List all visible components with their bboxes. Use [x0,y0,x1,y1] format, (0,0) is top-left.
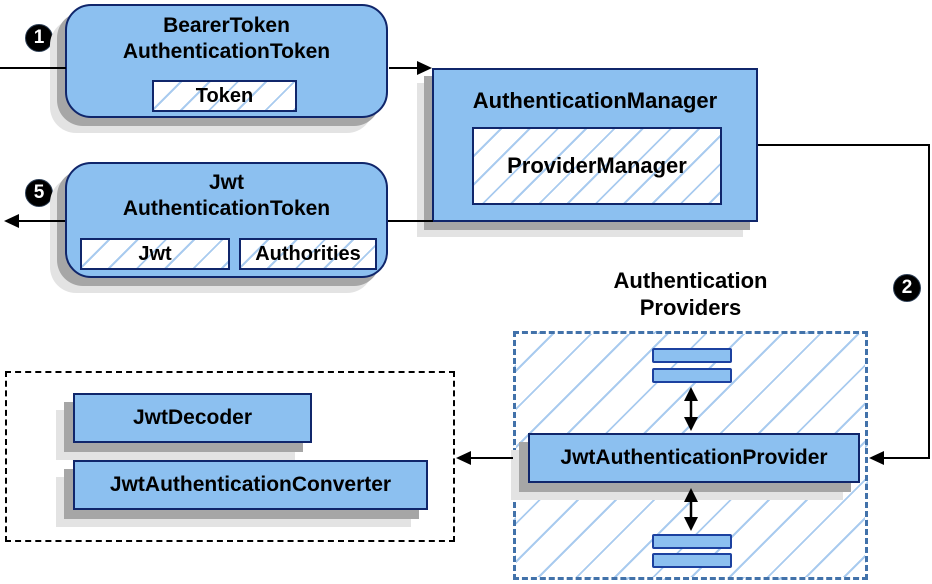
jwt-decoder-label: JwtDecoder [132,406,253,429]
arrow-manager-to-provider-head [869,451,884,465]
jwt-box: Jwt [80,238,230,270]
bearer-token-title-line2: AuthenticationToken [122,40,331,63]
authentication-manager-title: AuthenticationManager [434,88,756,114]
provider-manager-label: ProviderManager [507,153,687,178]
node-bearer-token-authentication-token: BearerToken AuthenticationToken Token [65,4,388,118]
step-badge-5: 5 [25,179,53,207]
provider-placeholder-bottom-2 [652,553,732,568]
step-5-number: 5 [33,182,45,203]
node-jwt-authentication-converter: JwtAuthenticationConverter [73,460,428,510]
step-badge-2: 2 [893,274,921,302]
authentication-providers-label: Authentication Providers [513,267,868,321]
jwt-box-label: Jwt [138,242,172,265]
step-badge-1: 1 [25,24,53,52]
jwt-authentication-provider-label: JwtAuthenticationProvider [560,446,828,469]
authorities-box: Authorities [239,238,377,270]
authentication-manager-title-text: AuthenticationManager [472,88,718,113]
node-jwt-decoder: JwtDecoder [73,393,312,443]
token-box: Token [152,80,297,112]
arrow-bearer-to-manager-head [417,61,432,75]
authentication-providers-label-line2: Providers [639,295,742,320]
node-authentication-manager: AuthenticationManager ProviderManager [432,68,758,222]
arrow-jwt-token-out-head [4,214,19,228]
jwt-authentication-token-title-line1: Jwt [208,171,244,194]
provider-manager-box: ProviderManager [472,127,722,205]
provider-placeholder-bottom-1 [652,534,732,549]
node-jwt-authentication-token: Jwt AuthenticationToken Jwt Authorities [65,162,388,278]
token-box-label: Token [195,84,254,107]
jwt-authentication-converter-label: JwtAuthenticationConverter [109,473,392,496]
jwt-authentication-token-title: Jwt AuthenticationToken [67,170,386,222]
authentication-providers-label-line1: Authentication [613,268,768,293]
provider-placeholder-top-2 [652,368,732,383]
jwt-authentication-token-title-line2: AuthenticationToken [122,197,331,220]
authorities-box-label: Authorities [255,242,361,265]
step-2-number: 2 [901,277,913,298]
node-jwt-authentication-provider: JwtAuthenticationProvider [528,433,860,483]
bearer-token-title-line1: BearerToken [163,14,290,37]
bearer-token-title: BearerToken AuthenticationToken [67,13,386,65]
step-1-number: 1 [33,27,45,48]
arrow-provider-to-decoders-head [456,451,471,465]
provider-placeholder-top-1 [652,348,732,363]
